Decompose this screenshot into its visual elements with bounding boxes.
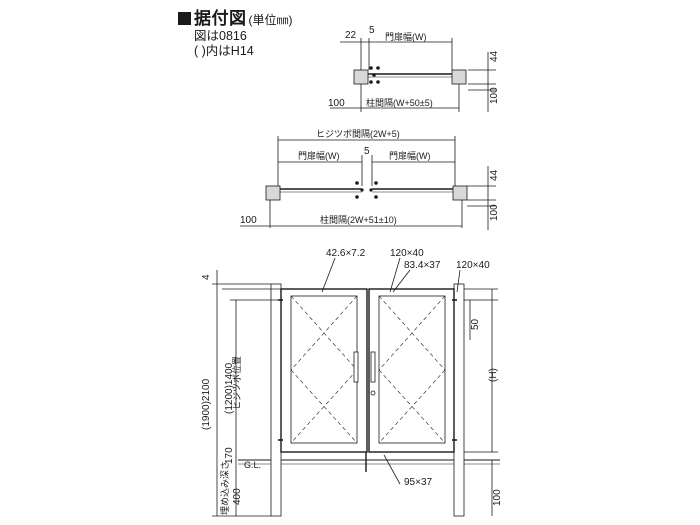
plan1-dim-100-left: 100 [328, 98, 345, 109]
plan2-post-right [452, 185, 468, 201]
note-h14: ( )内はH14 [194, 44, 254, 58]
title-square-icon [178, 12, 191, 25]
plan-view-double [240, 136, 496, 230]
plan1-dim-5: 5 [369, 25, 375, 36]
dim-right-50: 50 [470, 318, 481, 330]
elevation-view [212, 257, 500, 517]
label-gl: G.L. [244, 460, 261, 470]
door-right-frame [368, 288, 455, 453]
dim-top-4: 4 [201, 274, 212, 280]
dim-right-100: 100 [492, 489, 503, 506]
post-right [453, 283, 465, 517]
plan1-post-right [451, 69, 467, 85]
plan2-dim-5: 5 [364, 146, 370, 157]
label-bottom-bar-size: 95×37 [404, 477, 433, 488]
plan2-dim-100-right: 100 [489, 204, 500, 221]
plan-view-single [330, 38, 496, 112]
title-row: 据付図 (単位㎜) [178, 4, 293, 29]
plan1-door-width-label: 門扉幅(W) [385, 31, 427, 42]
plan2-post-spacing-label: 柱間隔(2W+51±10) [320, 214, 397, 225]
label-bars-size: 42.6×7.2 [326, 248, 366, 259]
dim-bottom-170: 170 [224, 447, 235, 464]
lock-cylinder-icon [370, 390, 376, 396]
plan1-dim-100-right: 100 [489, 87, 500, 104]
plan2-dim-100-left: 100 [240, 215, 257, 226]
plan1-dim-44: 44 [489, 50, 500, 62]
handle-left-icon [353, 351, 359, 383]
dim-hinge-height: (1200)1400 [224, 362, 235, 414]
plan2-dim-44: 44 [489, 169, 500, 181]
dim-right-h: (H) [488, 368, 499, 382]
label-post-size-a: 120×40 [390, 248, 424, 259]
plan1-hinge-icon [369, 66, 380, 84]
page-title: 据付図 [194, 9, 247, 28]
title-unit: (単位㎜) [248, 13, 293, 27]
title-block: 据付図 (単位㎜) 図は0816 ( )内はH14 [178, 4, 293, 59]
note-figure-model: 図は0816 [194, 29, 247, 43]
plan1-post-left [353, 69, 369, 85]
label-frame-size: 83.4×37 [404, 260, 441, 271]
plan2-door-width-left-label: 門扉幅(W) [298, 150, 340, 161]
plan2-door-width-right-label: 門扉幅(W) [389, 150, 431, 161]
plan2-post-left [265, 185, 281, 201]
label-embed-depth: 埋め込み深さ [220, 461, 230, 515]
plan2-hinge-spacing-label: ヒジツボ間隔(2W+5) [316, 129, 400, 139]
post-left [270, 283, 282, 517]
plan1-post-spacing-label: 柱間隔(W+50±5) [366, 97, 433, 108]
dim-total-height: (1900)2100 [201, 378, 212, 430]
plan1-dim-22: 22 [345, 30, 357, 41]
handle-right-icon [370, 351, 376, 383]
plan2-hinge-icon [355, 181, 378, 199]
door-left-frame [280, 288, 368, 453]
dim-bottom-400: 400 [232, 488, 243, 505]
label-hinge-position: ヒジツボ位置 [231, 356, 242, 410]
label-post-size-b: 120×40 [456, 260, 490, 271]
